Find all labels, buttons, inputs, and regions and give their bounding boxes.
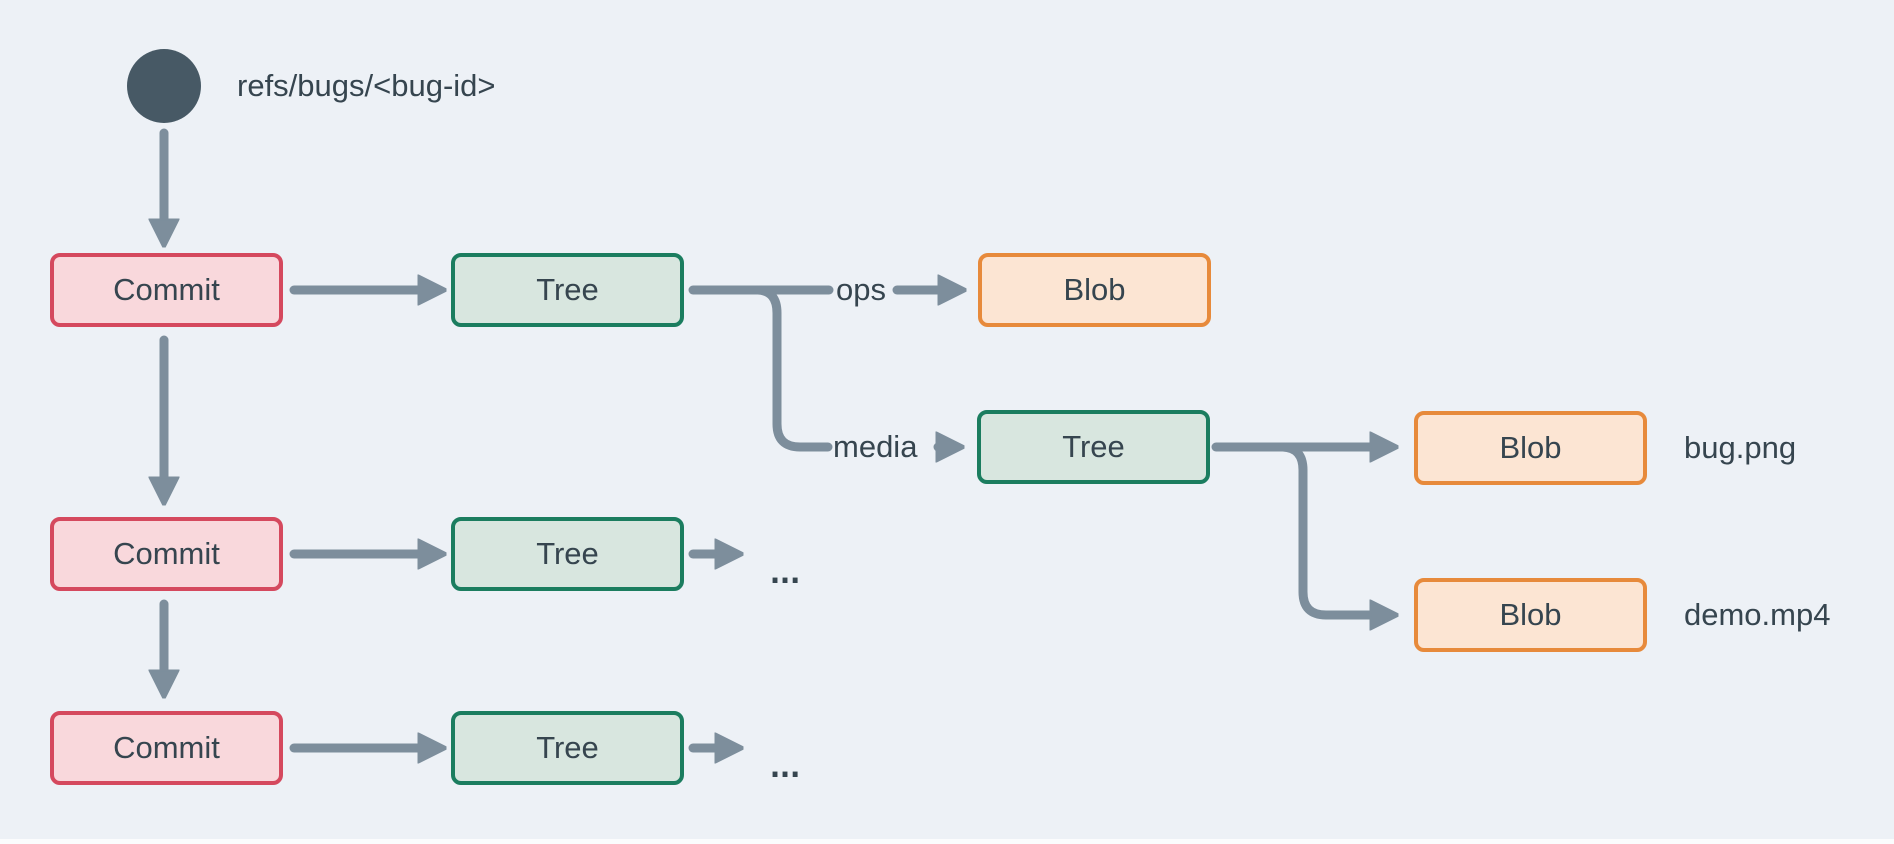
node-commit-3: Commit [50, 711, 283, 785]
node-blob-demo-label: Blob [1499, 597, 1562, 632]
node-commit-2-label: Commit [113, 536, 220, 571]
node-blob-bug: Blob [1414, 411, 1647, 485]
node-tree-1: Tree [451, 253, 684, 327]
file-label-demo-mp4: demo.mp4 [1684, 597, 1831, 632]
node-tree-1-label: Tree [536, 272, 599, 307]
node-commit-1-label: Commit [113, 272, 220, 307]
node-blob-demo: Blob [1414, 578, 1647, 652]
bottom-margin [0, 839, 1894, 844]
ellipsis-row-2: ... [766, 556, 804, 591]
node-tree-3: Tree [451, 711, 684, 785]
node-tree-media-label: Tree [1062, 429, 1125, 464]
node-blob-ops-label: Blob [1063, 272, 1126, 307]
ref-label: refs/bugs/<bug-id> [237, 68, 496, 103]
edge-tree1-branch-media [753, 285, 833, 452]
ref-node-icon [127, 49, 201, 123]
edge-label-media: media [833, 429, 918, 464]
node-commit-1: Commit [50, 253, 283, 327]
node-tree-2-label: Tree [536, 536, 599, 571]
node-tree-2: Tree [451, 517, 684, 591]
edge-label-ops: ops [836, 272, 886, 307]
node-commit-2: Commit [50, 517, 283, 591]
node-commit-3-label: Commit [113, 730, 220, 765]
node-blob-ops: Blob [978, 253, 1211, 327]
file-label-bug-png: bug.png [1684, 430, 1797, 465]
edge-treemedia-to-blob-demo [1278, 442, 1387, 615]
node-blob-bug-label: Blob [1499, 430, 1562, 465]
node-tree-media: Tree [977, 410, 1210, 484]
ellipsis-row-3: ... [766, 750, 804, 785]
node-tree-3-label: Tree [536, 730, 599, 765]
